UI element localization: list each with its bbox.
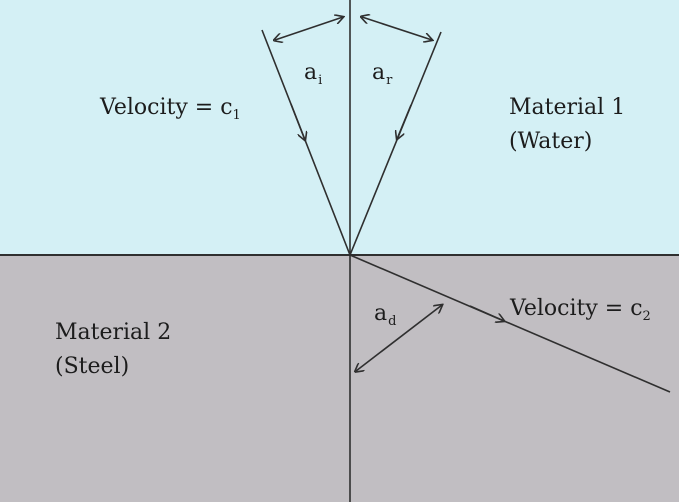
reflected-ray-arrow [397, 104, 412, 139]
incident-ray-arrow [290, 103, 305, 140]
incident-ray [261, 29, 351, 256]
material2-region [0, 255, 679, 502]
reflected-angle-arrow [362, 17, 432, 40]
reflected-ray [349, 31, 442, 256]
material1-substance: (Water) [509, 129, 593, 154]
refracted-ray-arrow [469, 305, 504, 321]
material2-substance: (Steel) [55, 354, 130, 379]
refracted-ray [349, 254, 671, 393]
refracted-angle-label: ad [374, 301, 397, 329]
material2-velocity-label: Velocity = c2 [510, 296, 651, 324]
reflected-angle-label: ar [372, 60, 393, 88]
refracted-angle-arrow [356, 305, 442, 371]
material2-name: Material 2 [55, 320, 172, 345]
material1-velocity-label: Velocity = c1 [100, 95, 241, 123]
material1-name: Material 1 [509, 95, 626, 120]
incident-angle-label: ai [304, 60, 323, 88]
incident-angle-arrow [275, 17, 343, 40]
